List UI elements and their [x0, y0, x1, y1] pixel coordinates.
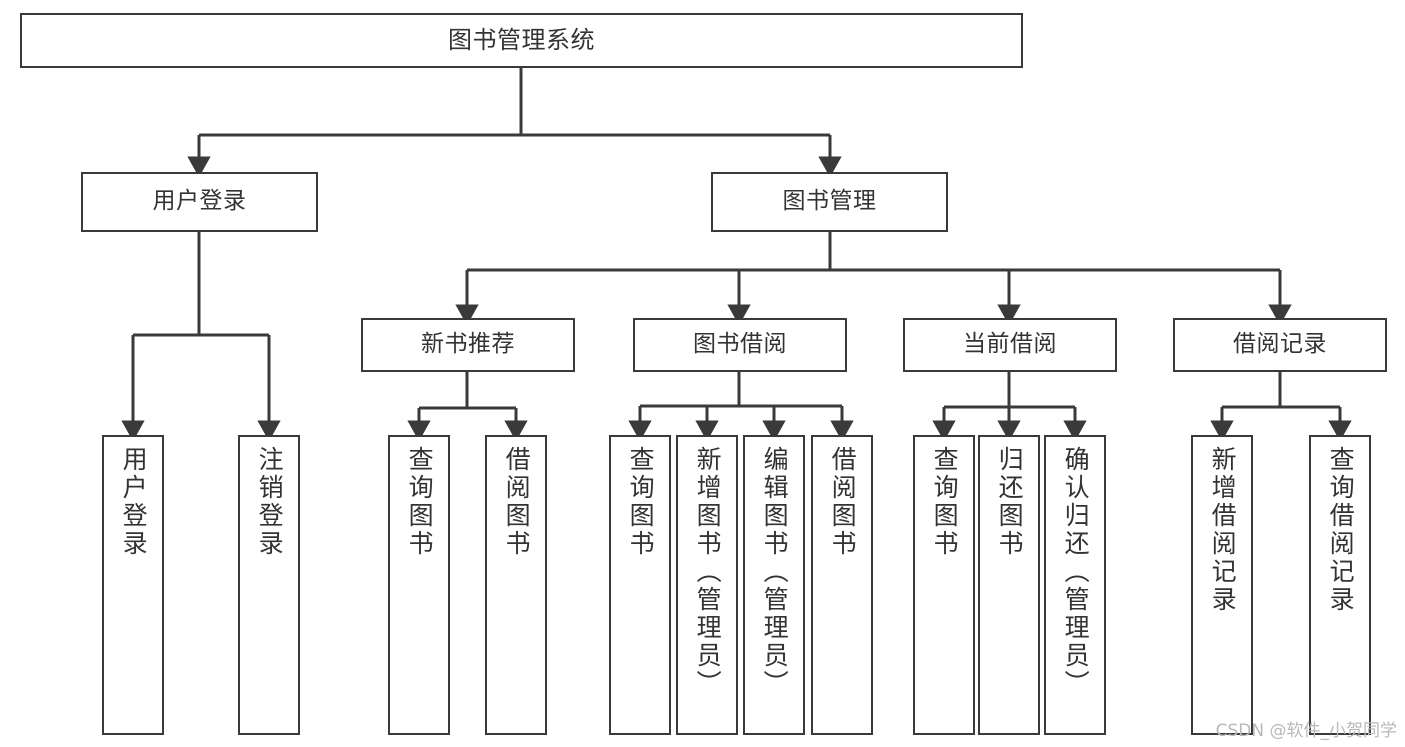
node-leaf-user-login[interactable]: 用户登录: [102, 435, 164, 735]
node-leaf-logout-login[interactable]: 注销登录: [238, 435, 300, 735]
node-leaf-borrow-book-1-label: 借阅图书: [502, 446, 532, 558]
node-leaf-query-book-2[interactable]: 查询图书: [609, 435, 671, 735]
node-leaf-add-book-label: 新增图书（管理员）: [693, 446, 723, 698]
node-book-borrow[interactable]: 图书借阅: [633, 318, 847, 372]
node-leaf-edit-book-label: 编辑图书（管理员）: [760, 446, 790, 698]
node-leaf-query-book-1[interactable]: 查询图书: [388, 435, 450, 735]
node-leaf-add-book[interactable]: 新增图书（管理员）: [676, 435, 738, 735]
node-leaf-add-record-label: 新增借阅记录: [1208, 446, 1238, 614]
node-leaf-query-book-3[interactable]: 查询图书: [913, 435, 975, 735]
node-leaf-add-record[interactable]: 新增借阅记录: [1191, 435, 1253, 735]
node-leaf-edit-book[interactable]: 编辑图书（管理员）: [743, 435, 805, 735]
node-current-borrow[interactable]: 当前借阅: [903, 318, 1117, 372]
node-leaf-borrow-book-2-label: 借阅图书: [828, 446, 858, 558]
node-borrow-record-label: 借阅记录: [1233, 331, 1327, 358]
node-current-borrow-label: 当前借阅: [963, 331, 1057, 358]
node-leaf-confirm-return[interactable]: 确认归还（管理员）: [1044, 435, 1106, 735]
watermark: CSDN @软件_小贺同学: [1215, 721, 1397, 741]
node-book-borrow-label: 图书借阅: [693, 331, 787, 358]
node-root[interactable]: 图书管理系统: [20, 13, 1023, 68]
node-leaf-borrow-book-2[interactable]: 借阅图书: [811, 435, 873, 735]
node-leaf-user-login-label: 用户登录: [119, 446, 149, 558]
node-new-book-recommend[interactable]: 新书推荐: [361, 318, 575, 372]
node-leaf-confirm-return-label: 确认归还（管理员）: [1061, 446, 1091, 698]
node-leaf-query-book-3-label: 查询图书: [930, 446, 960, 558]
node-book-manage-label: 图书管理: [782, 188, 877, 215]
node-leaf-query-record[interactable]: 查询借阅记录: [1309, 435, 1371, 735]
node-leaf-query-book-2-label: 查询图书: [626, 446, 656, 558]
node-leaf-logout-login-label: 注销登录: [255, 446, 285, 558]
node-borrow-record[interactable]: 借阅记录: [1173, 318, 1387, 372]
node-root-label: 图书管理系统: [448, 26, 595, 55]
node-leaf-query-record-label: 查询借阅记录: [1326, 446, 1356, 614]
node-leaf-return-book[interactable]: 归还图书: [978, 435, 1040, 735]
node-leaf-return-book-label: 归还图书: [995, 446, 1025, 558]
node-user-login[interactable]: 用户登录: [81, 172, 318, 232]
node-new-book-recommend-label: 新书推荐: [421, 331, 515, 358]
node-book-manage[interactable]: 图书管理: [711, 172, 948, 232]
node-user-login-label: 用户登录: [152, 188, 247, 215]
node-leaf-borrow-book-1[interactable]: 借阅图书: [485, 435, 547, 735]
node-leaf-query-book-1-label: 查询图书: [405, 446, 435, 558]
